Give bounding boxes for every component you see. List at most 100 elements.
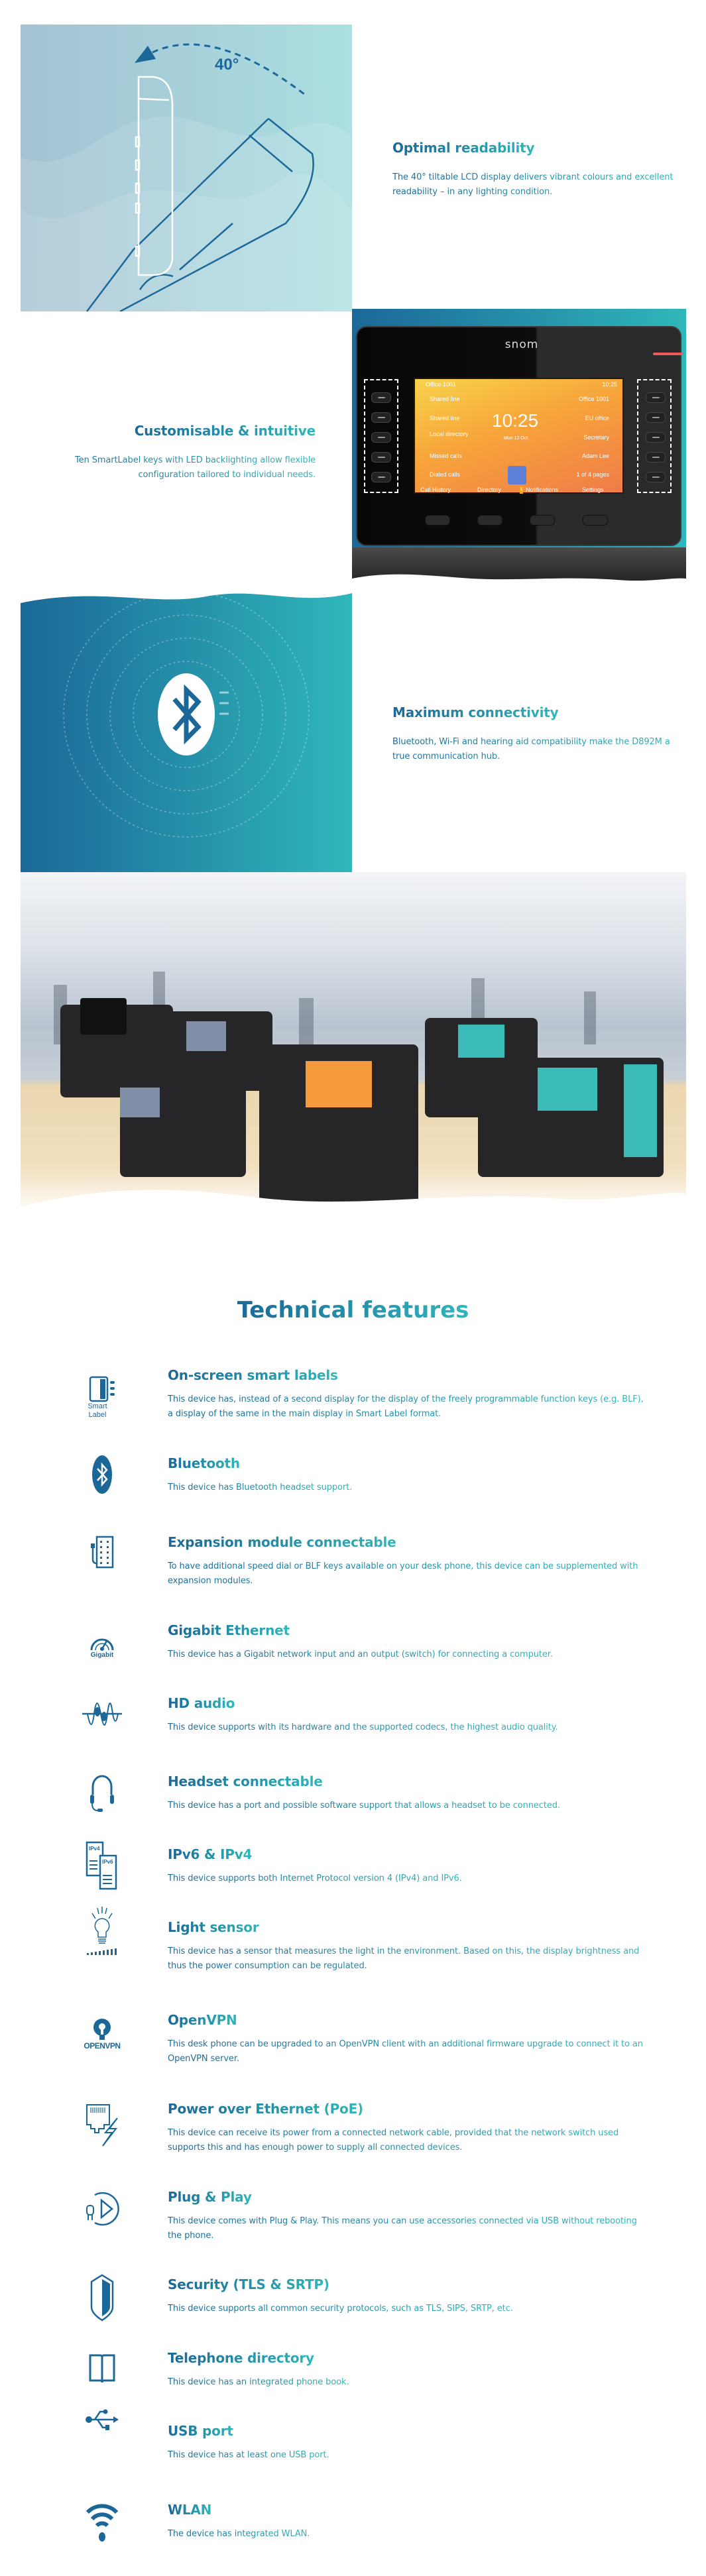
gigabit-icon-text: Gigabit xyxy=(90,1651,114,1659)
tilt-illustration: 40° xyxy=(21,25,352,311)
connectivity-text-block: Maximum connectivity Bluetooth, Wi-Fi an… xyxy=(392,704,687,764)
feature-description: This device has an integrated phone book… xyxy=(168,2375,349,2390)
softkey-label: Settings xyxy=(582,486,604,493)
feature-description: This device supports all common security… xyxy=(168,2302,513,2316)
readability-text-block: Optimal readability The 40° tiltable LCD… xyxy=(392,140,687,199)
smartlabel-key[interactable] xyxy=(371,412,391,423)
feature-title: WLAN xyxy=(168,2502,212,2518)
smartlabel-key[interactable] xyxy=(646,432,666,443)
left-key-label: Local directory xyxy=(430,431,469,437)
date: Mon 12 Oct xyxy=(504,436,528,441)
feature-title: Bluetooth xyxy=(168,1455,240,1471)
ipv4-label: IPv4 xyxy=(89,1846,100,1852)
smartlabel-key[interactable] xyxy=(371,472,391,482)
clock: 10:25 xyxy=(492,410,539,431)
feature-title: On-screen smart labels xyxy=(168,1367,338,1383)
right-key-label: 1 of 4 pages xyxy=(576,471,609,478)
feature-title: OpenVPN xyxy=(168,2012,237,2028)
feature-description: To have additional speed dial or BLF key… xyxy=(168,1559,648,1589)
feature-title: Headset connectable xyxy=(168,1773,323,1789)
feature-description: This device comes with Plug & Play. This… xyxy=(168,2214,648,2243)
poe-icon xyxy=(79,2102,125,2149)
led-indicator xyxy=(653,353,683,355)
waveform-icon xyxy=(79,1692,125,1738)
section-description: The 40° tiltable LCD display delivers vi… xyxy=(392,170,687,199)
feature-title: USB port xyxy=(168,2423,233,2439)
smartlabel-key[interactable] xyxy=(646,392,666,403)
feature-description: This device has a sensor that measures t… xyxy=(168,1944,648,1974)
phones-photo xyxy=(21,872,686,1217)
right-key-label: Secretary xyxy=(583,434,609,441)
smartlabel-key[interactable] xyxy=(646,472,666,482)
feature-title: IPv6 & IPv4 xyxy=(168,1846,253,1862)
section-description: Ten SmartLabel keys with LED backlightin… xyxy=(27,453,316,482)
feature-title: Expansion module connectable xyxy=(168,1534,396,1550)
usb-icon xyxy=(79,2398,125,2444)
feature-description: This device has a port and possible soft… xyxy=(168,1799,560,1813)
smartlabel-key[interactable] xyxy=(371,432,391,443)
gigabit-gauge-icon: Gigabit xyxy=(79,1621,125,1667)
section-heading: Optimal readability xyxy=(392,140,535,156)
softkey-button[interactable] xyxy=(530,515,555,526)
openvpn-logo-icon: OPENVPN xyxy=(79,2011,125,2057)
softkey-label: Notifications xyxy=(526,486,559,493)
feature-title: Telephone directory xyxy=(168,2350,314,2366)
notification-badge: 1 xyxy=(520,486,524,494)
phone-screen: Office 1001 10:25 Shared line Shared lin… xyxy=(414,378,624,494)
desk-phone xyxy=(259,1044,418,1217)
softkey-button[interactable] xyxy=(425,515,450,526)
feature-description: The device has integrated WLAN. xyxy=(168,2527,310,2542)
section-heading: Maximum connectivity xyxy=(392,704,559,720)
expansion-module-icon xyxy=(79,1529,125,1575)
left-key-label: Missed calls xyxy=(430,453,463,459)
status-time: 10:25 xyxy=(602,381,617,388)
feature-description: This device has Bluetooth headset suppor… xyxy=(168,1481,352,1495)
angle-label: 40° xyxy=(215,56,239,74)
section-description: Bluetooth, Wi-Fi and hearing aid compati… xyxy=(392,735,687,764)
feature-item: Expansion module connectable To have addi… xyxy=(168,1534,658,1589)
shield-icon xyxy=(79,2274,125,2322)
feature-title: Light sensor xyxy=(168,1919,259,1935)
tilt-phone-drawing: 40° xyxy=(21,43,352,311)
softkey-label: Call History xyxy=(420,486,451,493)
customisable-text-block: Customisable & intuitive Ten SmartLabel … xyxy=(27,423,316,482)
bluetooth-icon xyxy=(158,673,215,756)
smartlabel-keys-left-outline xyxy=(364,379,398,493)
feature-title: Plug & Play xyxy=(168,2189,252,2205)
smartlabel-key[interactable] xyxy=(646,452,666,463)
feature-item: Security (TLS & SRTP)This device support… xyxy=(168,2276,658,2316)
openvpn-logo-text: OPENVPN xyxy=(84,2041,121,2050)
book-icon xyxy=(79,2345,125,2392)
headset-icon xyxy=(79,1769,125,1816)
smartlabel-key[interactable] xyxy=(646,412,666,423)
status-line: Office 1001 xyxy=(426,381,456,388)
feature-title: Power over Ethernet (PoE) xyxy=(168,2101,363,2117)
feature-description: This device can receive its power from a… xyxy=(168,2126,648,2155)
bluetooth-illustration xyxy=(21,587,352,872)
right-key-label: Adam Lee xyxy=(581,453,609,459)
softkey-label: Directory xyxy=(477,486,502,493)
softkey-button[interactable] xyxy=(583,515,608,526)
softkey-button[interactable] xyxy=(477,515,502,526)
light-bulb-icon xyxy=(79,1905,125,1958)
smartlabel-key[interactable] xyxy=(371,452,391,463)
bluetooth-icon xyxy=(79,1451,125,1498)
smartlabel-key[interactable] xyxy=(371,392,391,403)
wifi-icon xyxy=(79,2498,125,2544)
arrow-icon xyxy=(135,46,156,63)
feature-title: Gigabit Ethernet xyxy=(168,1622,290,1638)
left-key-label: Shared line xyxy=(430,396,460,402)
plug-play-icon xyxy=(79,2186,125,2232)
phone-brand: snom xyxy=(504,338,539,351)
smartlabel-keys-right-outline xyxy=(637,379,672,493)
left-key-label: Dialed calls xyxy=(430,471,461,478)
